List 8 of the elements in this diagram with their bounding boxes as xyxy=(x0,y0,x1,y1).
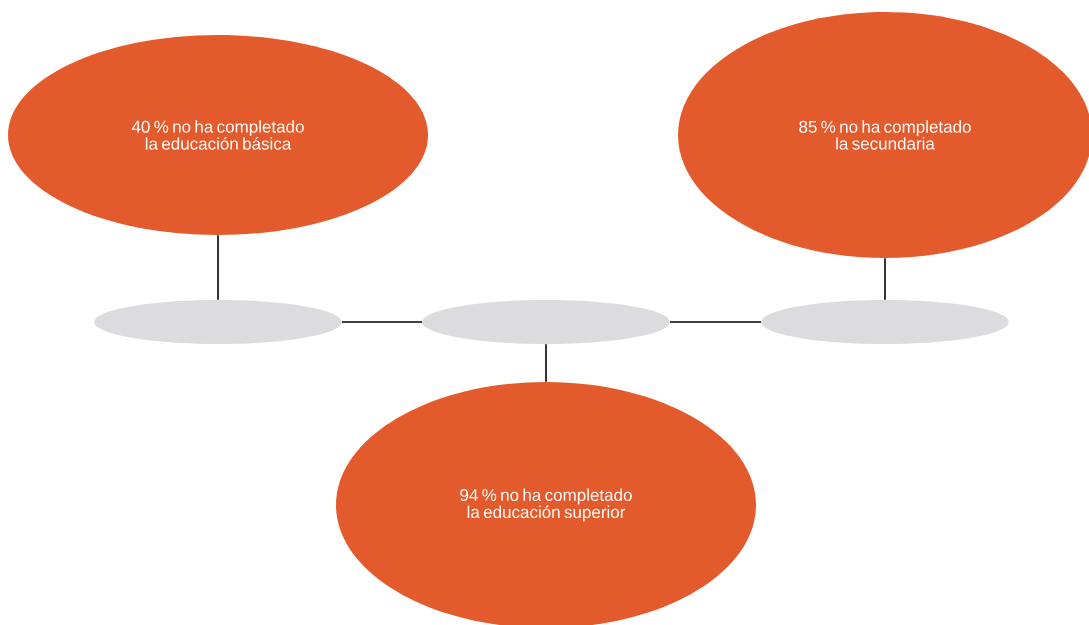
connector-line xyxy=(217,234,219,301)
junction-ellipse xyxy=(761,300,1009,344)
connector-line xyxy=(884,257,886,301)
connector-line xyxy=(341,321,423,323)
junction-ellipse xyxy=(94,300,342,344)
connector-line xyxy=(669,321,762,323)
connector-line xyxy=(545,343,547,383)
junction-ellipse xyxy=(422,300,670,344)
